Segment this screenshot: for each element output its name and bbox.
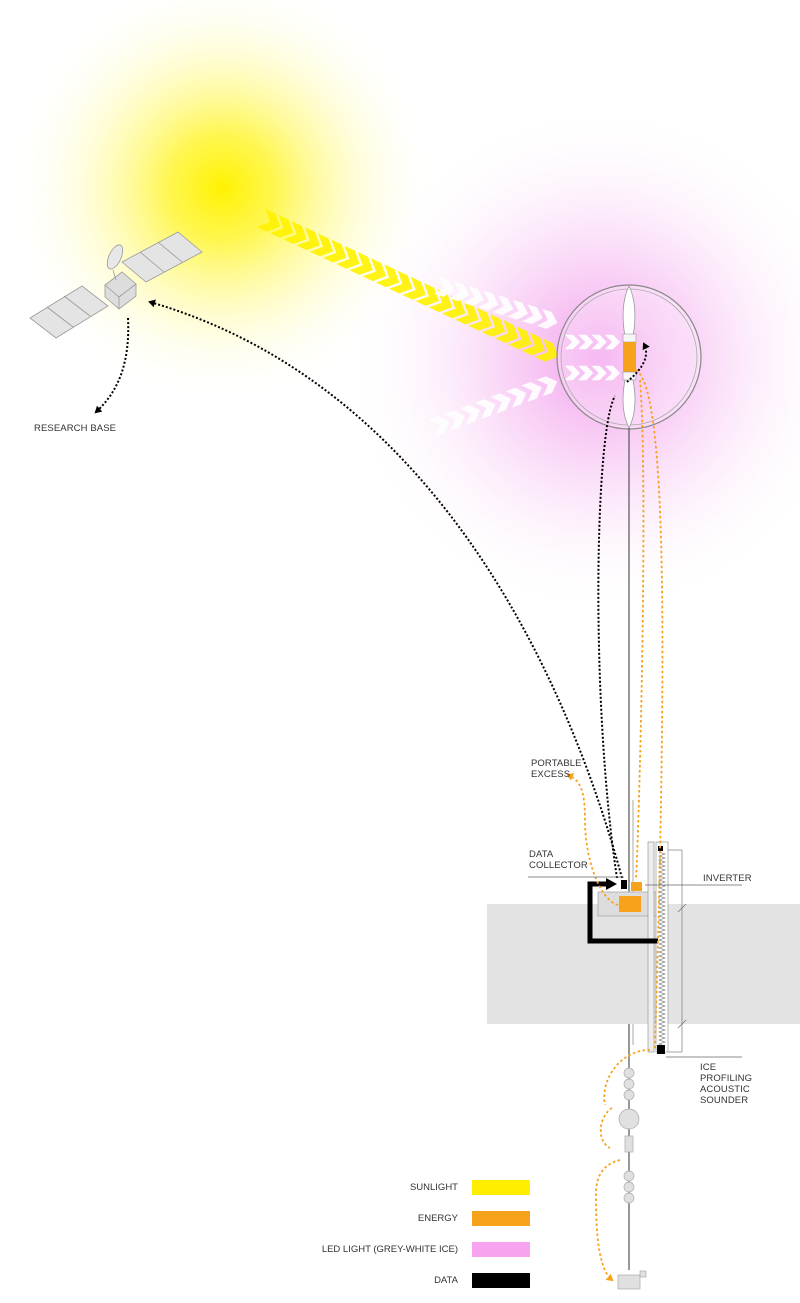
energy-line-chain-2: [599, 1107, 613, 1149]
led-light-glow: [345, 105, 800, 615]
legend-item-sunlight: SUNLIGHT: [330, 1180, 530, 1196]
legend-item-energy: ENERGY: [330, 1211, 530, 1227]
light-buoy-sphere: [556, 284, 702, 430]
legend-swatch: [472, 1180, 530, 1195]
satellite-icon: [29, 231, 203, 339]
sea-ice-layer: [487, 904, 800, 1024]
sensor-chain: [617, 1067, 647, 1290]
legend-label: ENERGY: [417, 1213, 458, 1224]
energy-line-chain-3: [595, 1159, 621, 1282]
label-inverter: INVERTER: [703, 873, 752, 884]
legend-label: DATA: [434, 1275, 458, 1286]
label-data-collector: DATA COLLECTOR: [529, 849, 588, 871]
legend-item-data: DATA: [330, 1273, 530, 1289]
legend-swatch: [472, 1273, 530, 1288]
label-leader-lines: [528, 876, 742, 1058]
label-research-base: RESEARCH BASE: [34, 423, 117, 434]
legend-swatch: [472, 1242, 530, 1257]
legend-label: SUNLIGHT: [409, 1182, 458, 1193]
data-line-buoy-light: [626, 342, 650, 383]
legend-swatch: [472, 1211, 530, 1226]
energy-flow-lines: [566, 369, 664, 1282]
label-ice-profiling-acoustic-sounder: ICE PROFILING ACOUSTIC SOUNDER: [700, 1062, 753, 1106]
data-line-from-buoy: [597, 395, 618, 879]
data-flow-lines: [94, 299, 650, 879]
energy-line-chain-1: [603, 1049, 651, 1106]
legend-label: LED LIGHT (GREY-WHITE ICE): [321, 1244, 458, 1255]
data-collector-arrow: [587, 878, 658, 944]
label-portable-excess: PORTABLE EXCESS: [531, 758, 582, 780]
legend-item-led-light: LED LIGHT (GREY-WHITE ICE): [322, 1242, 530, 1258]
data-line-to-satellite: [148, 299, 623, 879]
data-line-to-research-base: [94, 317, 130, 414]
energy-line-portable-excess: [566, 773, 619, 906]
acoustic-sounder: [647, 841, 687, 1054]
energy-line-buoy-down: [635, 369, 664, 1051]
